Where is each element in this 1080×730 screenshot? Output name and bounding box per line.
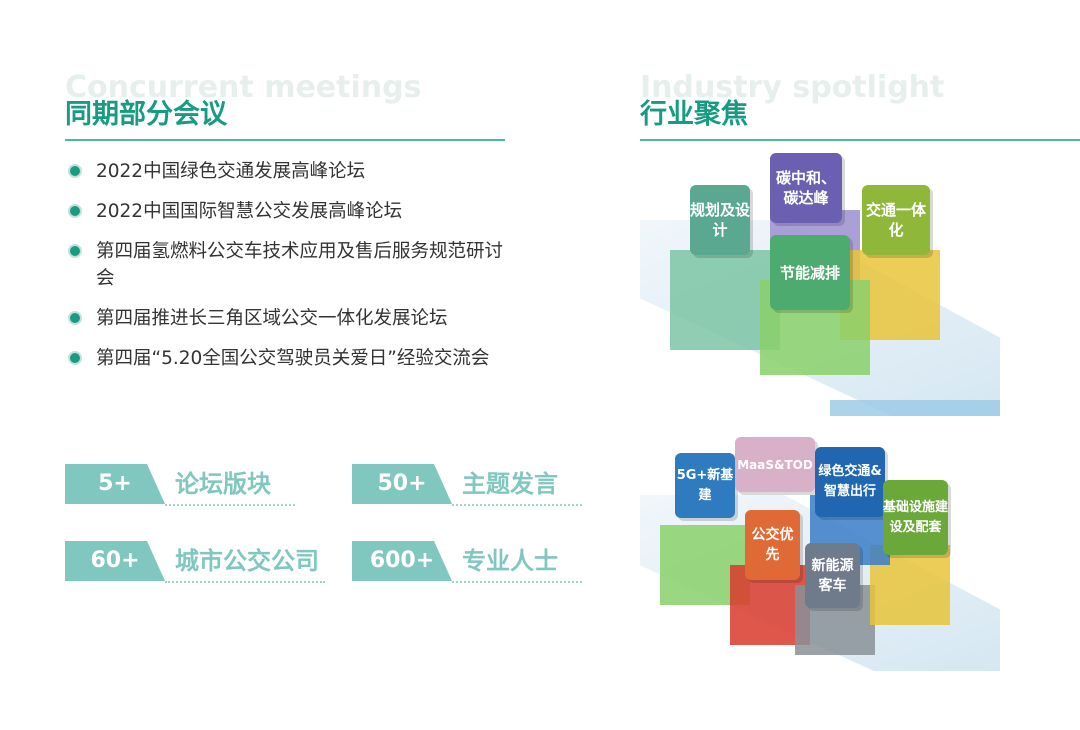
stat-label: 城市公交公司 <box>175 547 319 575</box>
dotted-line <box>165 581 325 583</box>
illustration-top: 规划及设计 碳中和、碳达峰 交通一体化 节能减排 <box>640 150 1000 416</box>
list-item-text: 2022中国国际智慧公交发展高峰论坛 <box>96 201 403 222</box>
tag-new-energy-bus: 新能源客车 <box>805 543 860 608</box>
list-item: 第四届“5.20全国公交驾驶员关爱日”经验交流会 <box>68 345 498 372</box>
list-item: 2022中国国际智慧公交发展高峰论坛 <box>68 198 508 225</box>
tag-integration: 交通一体化 <box>862 185 930 255</box>
stat-value: 60+ <box>65 541 165 581</box>
dotted-line <box>452 581 582 583</box>
tag-green-transport: 绿色交通&智慧出行 <box>815 447 885 517</box>
tag-energy-saving: 节能减排 <box>770 235 850 310</box>
dotted-line <box>452 504 582 506</box>
divider <box>65 139 505 141</box>
tag-maas: MaaS&TOD <box>735 437 815 492</box>
stat-value: 600+ <box>352 541 452 581</box>
stat-value: 50+ <box>352 464 452 504</box>
stat-value: 5+ <box>65 464 165 504</box>
illustration-bottom: 5G+新基建 MaaS&TOD 绿色交通&智慧出行 基础设施建设及配套 公交优先… <box>640 435 1000 671</box>
section-ghost-title: Industry spotlight <box>640 70 945 105</box>
list-item-text: 第四届氢燃料公交车技术应用及售后服务规范研讨会 <box>96 241 504 289</box>
tag-5g: 5G+新基建 <box>675 453 735 518</box>
stat-label: 论坛版块 <box>175 470 271 498</box>
tag-infrastructure: 基础设施建设及配套 <box>883 480 948 555</box>
list-item: 第四届推进长三角区域公交一体化发展论坛 <box>68 305 508 332</box>
dotted-line <box>165 504 295 506</box>
stat-label: 专业人士 <box>462 547 558 575</box>
tag-planning: 规划及设计 <box>690 185 750 255</box>
tag-carbon: 碳中和、碳达峰 <box>770 153 842 223</box>
bullet-icon <box>68 204 82 218</box>
divider <box>640 139 1080 141</box>
section-title: 行业聚焦 <box>640 99 748 130</box>
tag-transit-priority: 公交优先 <box>745 510 800 580</box>
section-title: 同期部分会议 <box>65 99 227 130</box>
bullet-icon <box>68 164 82 178</box>
bullet-icon <box>68 311 82 325</box>
list-item-text: 2022中国绿色交通发展高峰论坛 <box>96 161 366 182</box>
list-item: 2022中国绿色交通发展高峰论坛 <box>68 158 508 185</box>
list-item-text: 第四届“5.20全国公交驾驶员关爱日”经验交流会 <box>96 348 490 369</box>
list-item: 第四届氢燃料公交车技术应用及售后服务规范研讨会 <box>68 238 508 292</box>
list-item-text: 第四届推进长三角区域公交一体化发展论坛 <box>96 308 448 329</box>
bullet-icon <box>68 351 82 365</box>
bullet-icon <box>68 244 82 258</box>
stat-label: 主题发言 <box>462 470 558 498</box>
section-ghost-title: Concurrent meetings <box>65 70 422 105</box>
